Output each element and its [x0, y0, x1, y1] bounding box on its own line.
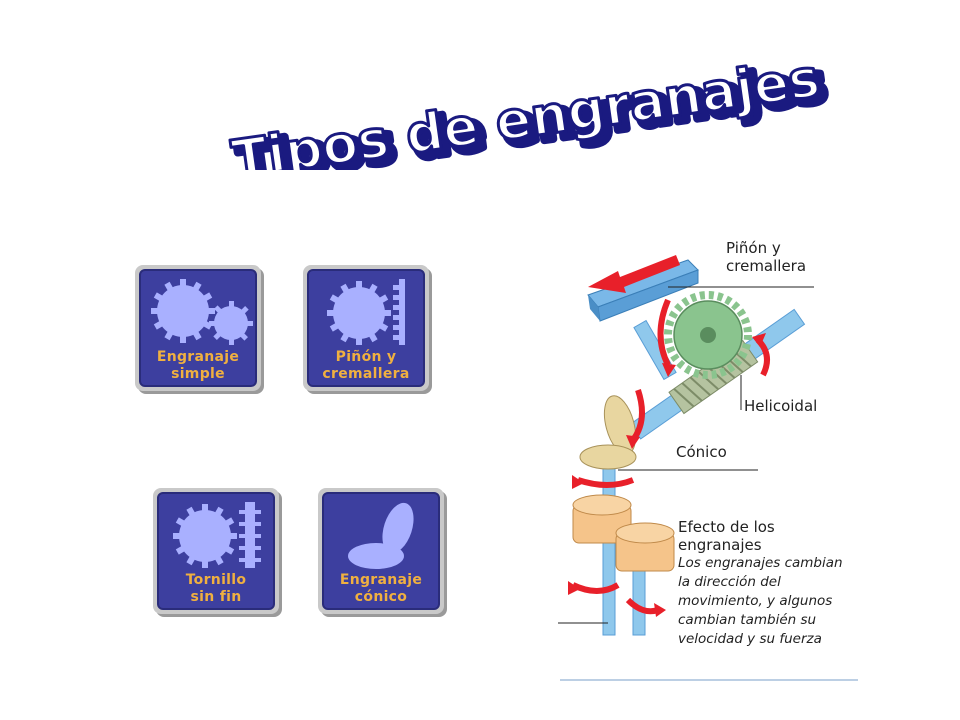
tile-pinon-cremallera[interactable]: Piñón y cremallera: [303, 265, 429, 391]
worm-gear-icon: [173, 502, 261, 568]
label-pinon-cremallera: Piñón y cremallera: [726, 239, 806, 275]
efecto-desc-line: cambian también su: [678, 612, 817, 628]
tile-engranaje-simple[interactable]: Engranaje simple: [135, 265, 261, 391]
efecto-desc-line: movimiento, y algunos: [678, 593, 833, 609]
tile-panel: Engranaje cónico: [322, 492, 440, 610]
tile-label: Engranaje simple: [141, 349, 255, 383]
title-graphic: Tipos de engranajes Tipos de engranajes: [227, 47, 834, 199]
tile-label-line1: Piñón y: [335, 349, 397, 365]
gear-illustration: [558, 255, 858, 681]
tile-engranaje-conico[interactable]: Engranaje cónico: [318, 488, 444, 614]
gear-types-diagram: Piñón y cremallera Helicoidal Cónico Efe…: [558, 225, 868, 685]
label-pinon-line2: cremallera: [726, 257, 807, 275]
bevel-gears: [579, 395, 637, 470]
tile-label-line1: Engranaje: [339, 572, 423, 588]
rack-pinion-icon: [327, 279, 405, 345]
rack-arrow: [588, 255, 680, 293]
tile-label: Engranaje cónico: [324, 572, 438, 606]
tile-label: Tornillo sin fin: [159, 572, 273, 606]
label-conico: Cónico: [676, 443, 727, 461]
tile-panel: Piñón y cremallera: [307, 269, 425, 387]
label-helicoidal: Helicoidal: [744, 397, 818, 415]
label-pinon-line1: Piñón y: [726, 239, 781, 257]
label-efecto: Efecto de los engranajes Los engranajes …: [678, 518, 843, 649]
tile-label: Piñón y cremallera: [309, 349, 423, 383]
simple-gear-icon: [151, 279, 253, 345]
page-title: Tipos de engranajes Tipos de engranajes: [210, 47, 850, 199]
spur-gears: [572, 494, 675, 572]
green-gear: [664, 291, 752, 379]
efecto-desc-line: la dirección del: [678, 574, 781, 590]
efecto-title-line2: engranajes: [678, 536, 762, 554]
tile-tornillo-sin-fin[interactable]: Tornillo sin fin: [153, 488, 279, 614]
efecto-title-line1: Efecto de los: [678, 518, 775, 536]
tile-label-line2: cremallera: [322, 366, 410, 382]
tile-panel: Engranaje simple: [139, 269, 257, 387]
tile-panel: Tornillo sin fin: [157, 492, 275, 610]
tile-label-line2: cónico: [354, 589, 408, 605]
bevel-gear-icon: [348, 502, 414, 569]
efecto-description: Los engranajes cambian la dirección del …: [678, 554, 843, 649]
tile-label-line2: sin fin: [190, 589, 242, 605]
tile-label-line2: simple: [171, 366, 225, 382]
efecto-desc-line: Los engranajes cambian: [678, 555, 843, 571]
tile-label-line1: Engranaje: [156, 349, 240, 365]
efecto-desc-line: velocidad y su fuerza: [678, 631, 822, 647]
tile-label-line1: Tornillo: [185, 572, 247, 588]
